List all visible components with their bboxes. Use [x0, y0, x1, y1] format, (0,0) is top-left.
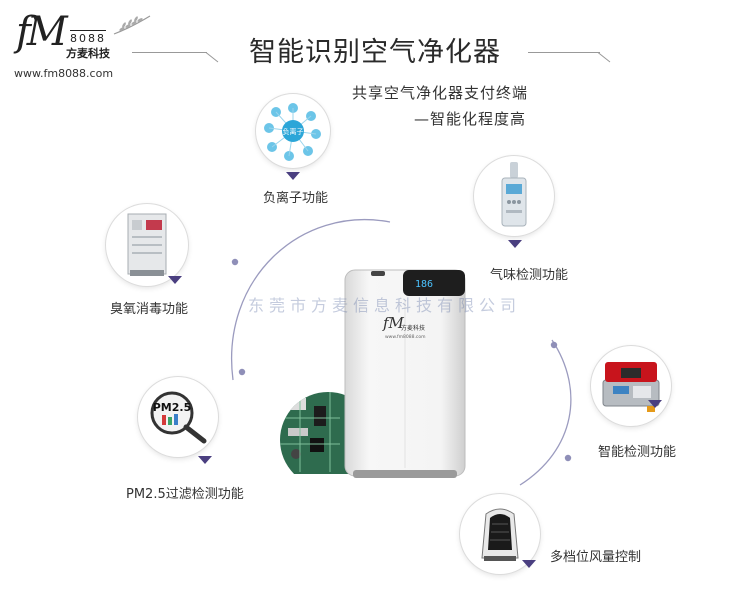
feature-label-smart-detection: 智能检测功能: [598, 445, 677, 460]
feature-circle-ozone: [106, 204, 188, 286]
device-brand-mark: fM: [382, 314, 405, 332]
logo-url: www.fm8088.com: [14, 67, 114, 80]
pointer-triangle-5: [198, 456, 212, 464]
subtitle-line-2: —智能化程度高: [414, 110, 527, 128]
pointer-triangle-6: [522, 560, 536, 568]
feature-label-pm25: PM2.5过滤检测功能: [126, 487, 244, 502]
feature-label-fan-control: 多档位风量控制: [550, 550, 642, 565]
air-purifier-device: 186 fM 方麦科技 www.fm8088.com: [344, 269, 466, 478]
device-brand-url: www.fm8088.com: [385, 334, 426, 340]
page-title: 智能识别空气净化器: [249, 37, 501, 68]
title-line-right: [528, 52, 600, 53]
wheat-icon: [113, 15, 151, 35]
feature-circle-odor-detection: [474, 156, 554, 236]
feature-label-negative-ion: 负离子功能: [263, 191, 329, 206]
logo-mark: fM: [16, 9, 68, 55]
ozone-generator-icon: [127, 213, 167, 276]
feature-circle-smart-detection: [591, 346, 671, 426]
negative-ion-diagram-icon: 负离子: [264, 103, 321, 161]
feature-circle-negative-ion: 负离子: [256, 94, 330, 168]
feature-label-ozone: 臭氧消毒功能: [110, 302, 189, 317]
pointer-triangle-3: [168, 276, 182, 284]
pm25-magnifier-icon: PM2.5: [150, 391, 207, 444]
ion-center-label: 负离子: [283, 127, 304, 136]
company-watermark: 东莞市方麦信息科技有限公司: [248, 296, 522, 315]
smart-detector-case-icon: [602, 362, 660, 412]
title-line-left-hook: [200, 52, 219, 63]
company-logo: fM 8088 方麦科技 www.fm8088.com: [14, 12, 164, 82]
circuit-board-image: [280, 392, 350, 474]
pointer-triangle-2: [508, 240, 522, 248]
logo-company-name: 方麦科技: [66, 47, 110, 60]
pointer-triangle-4: [648, 400, 662, 408]
device-display-value: 186: [415, 279, 433, 290]
device-brand-name: 方麦科技: [401, 324, 425, 332]
pointer-triangle-1: [286, 172, 300, 180]
feature-circle-fan: [460, 494, 540, 574]
feature-label-odor-detection: 气味检测功能: [490, 268, 569, 283]
feature-circle-pm25: PM2.5: [138, 377, 218, 457]
subtitle-line-1: 共享空气净化器支付终端: [352, 84, 529, 102]
logo-number: 8088: [70, 30, 106, 45]
title-line-right-hook: [592, 52, 611, 63]
title-line-left: [132, 52, 207, 53]
odor-detector-icon: [501, 162, 527, 227]
fan-heater-icon: [481, 508, 519, 561]
pm-text: PM2.5: [153, 401, 192, 414]
